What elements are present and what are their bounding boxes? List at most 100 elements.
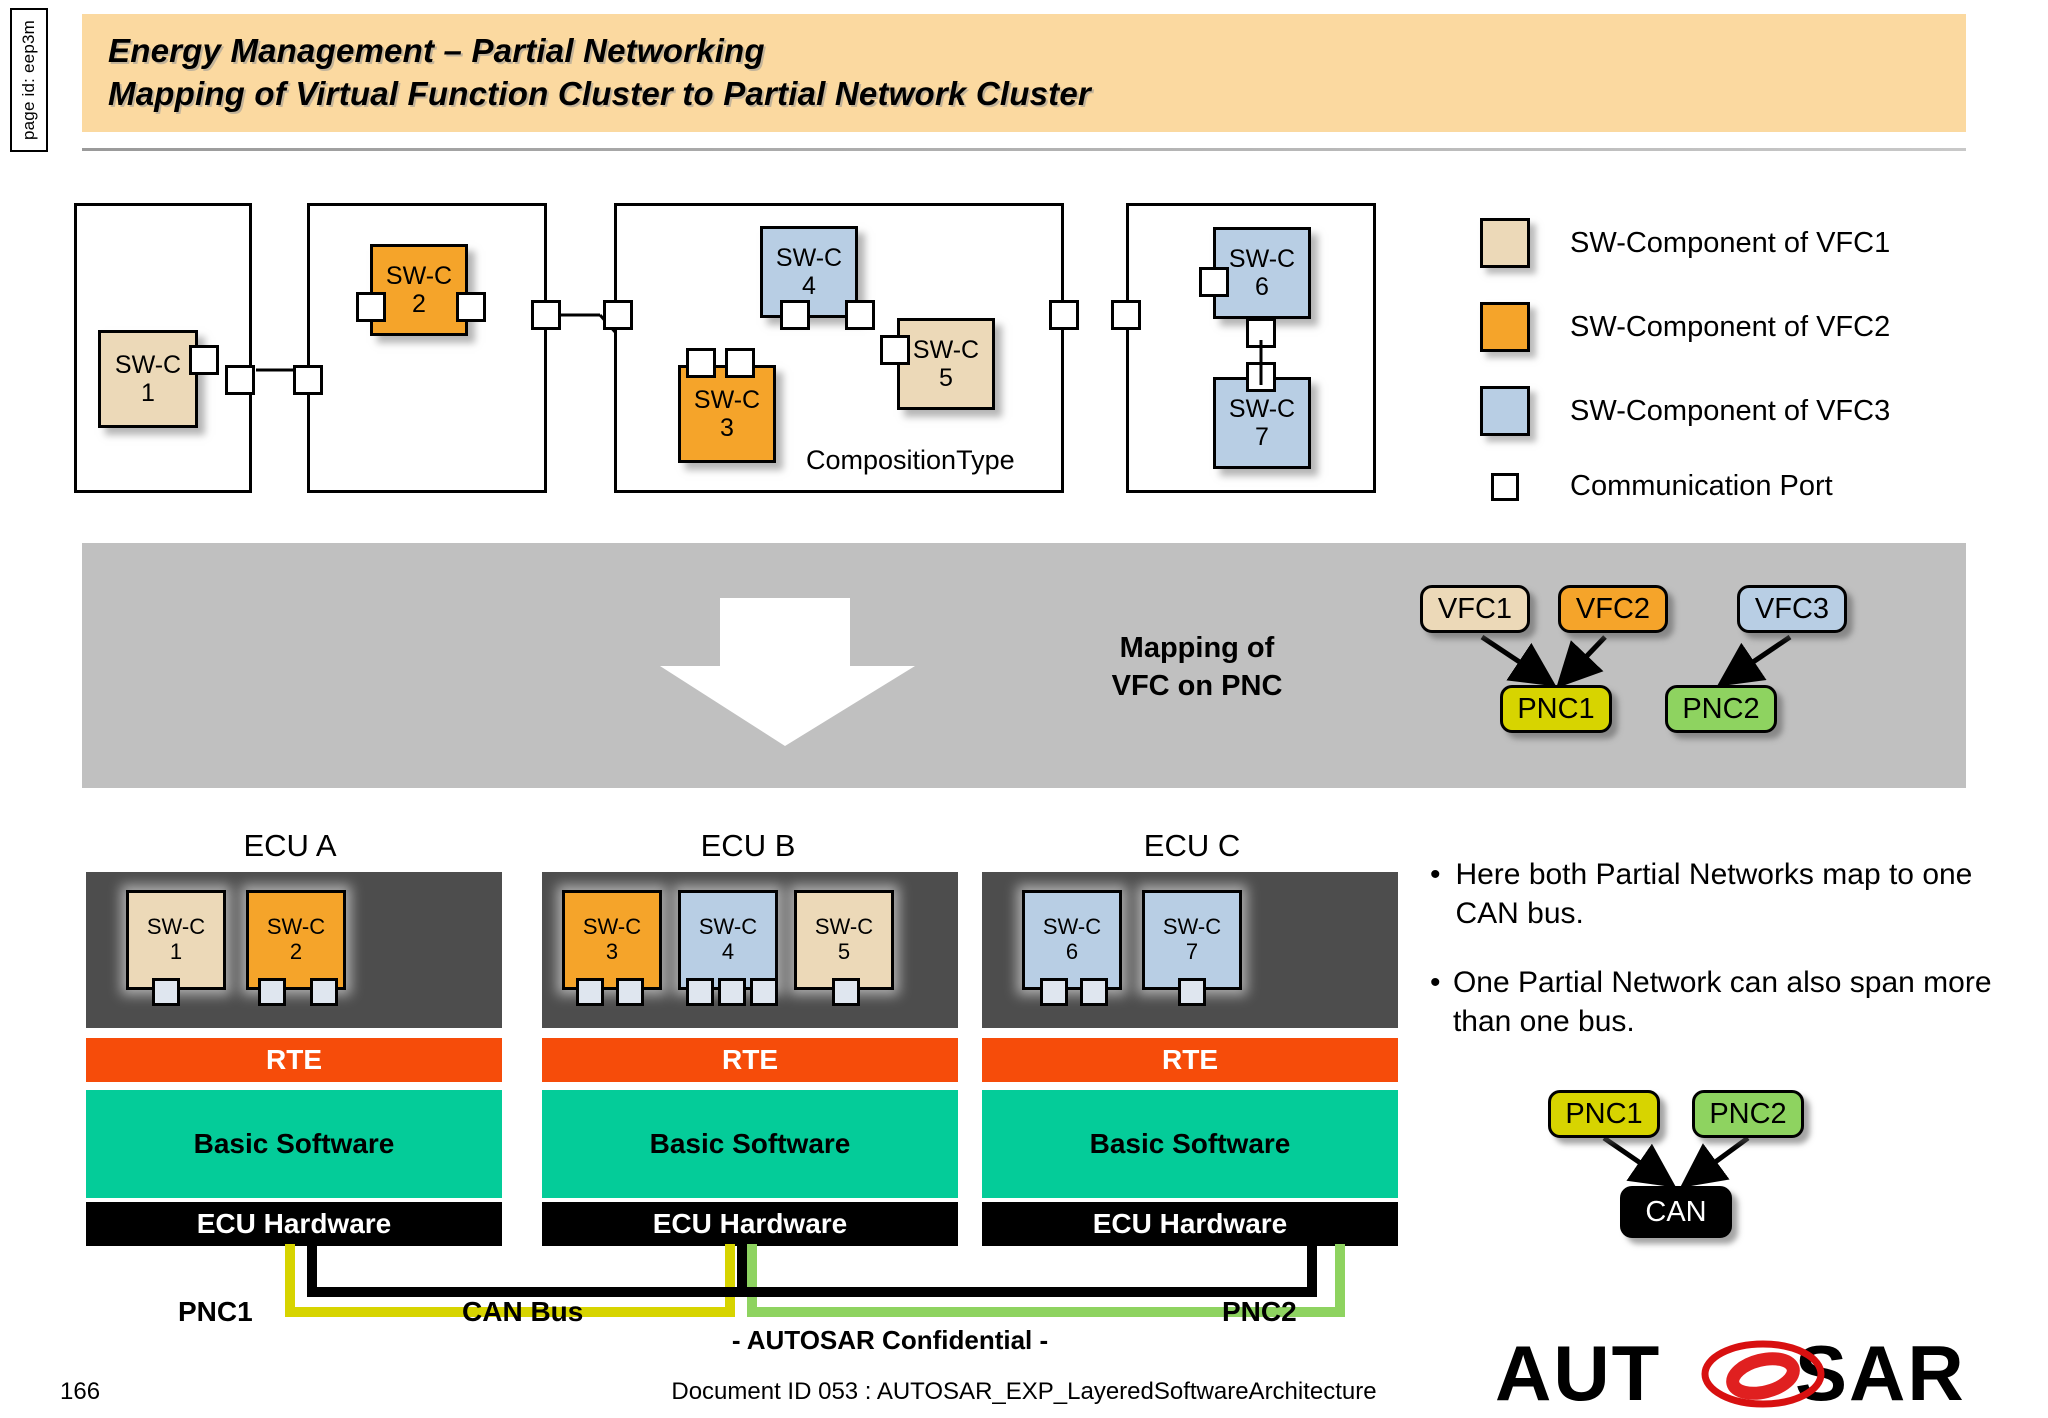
ecu-a-swc-1[interactable]: SW-C 1 bbox=[126, 890, 226, 990]
swc-number: 6 bbox=[1255, 273, 1269, 301]
communication-port-icon[interactable] bbox=[1049, 300, 1079, 330]
ecu-a-rte-bar: RTE bbox=[86, 1038, 502, 1082]
swc-label: SW-C bbox=[1162, 914, 1222, 940]
page-title-line1: Energy Management – Partial Networking bbox=[108, 32, 765, 70]
document-id: Document ID 053 : AUTOSAR_EXP_LayeredSof… bbox=[671, 1378, 1377, 1405]
rte-label: RTE bbox=[266, 1044, 322, 1075]
pnc2-node[interactable]: PNC2 bbox=[1665, 685, 1777, 733]
ecu-c-basic-software-bar: Basic Software bbox=[982, 1090, 1398, 1198]
swc-label: SW-C bbox=[114, 351, 182, 379]
swc-number: 1 bbox=[141, 379, 155, 407]
ecu-hardware-label: ECU Hardware bbox=[196, 1208, 392, 1239]
title-divider bbox=[82, 148, 1966, 151]
ecu-b-swc-3[interactable]: SW-C 3 bbox=[562, 890, 662, 990]
ecu-a-hardware-bar: ECU Hardware bbox=[86, 1202, 502, 1246]
vfc1-node[interactable]: VFC1 bbox=[1420, 585, 1530, 633]
swc-label: SW-C bbox=[266, 914, 326, 940]
swc-number: 5 bbox=[837, 939, 851, 964]
ecu-b-rte-bar: RTE bbox=[542, 1038, 958, 1082]
swc6-swc7-link bbox=[1259, 340, 1263, 385]
ecu-c-swc-7[interactable]: SW-C 7 bbox=[1142, 890, 1242, 990]
legend-item-vfc2: SW-Component of VFC2 bbox=[1480, 302, 1890, 352]
can-node[interactable]: CAN bbox=[1620, 1186, 1732, 1238]
communication-port-icon[interactable] bbox=[616, 978, 644, 1006]
swc-box-3[interactable]: SW-C 3 bbox=[678, 365, 776, 463]
swc-box-1[interactable]: SW-C 1 bbox=[98, 330, 198, 428]
communication-port-icon[interactable] bbox=[293, 365, 323, 395]
legend-label: SW-Component of VFC2 bbox=[1570, 310, 1891, 343]
swc-number: 3 bbox=[720, 414, 734, 442]
communication-port-icon[interactable] bbox=[1111, 300, 1141, 330]
ecu-c-swc-6[interactable]: SW-C 6 bbox=[1022, 890, 1122, 990]
communication-port-icon[interactable] bbox=[686, 348, 716, 378]
swc-label: SW-C bbox=[582, 914, 642, 940]
basic-software-label: Basic Software bbox=[649, 1128, 851, 1159]
swc-box-7[interactable]: SW-C 7 bbox=[1213, 377, 1311, 469]
communication-port-icon[interactable] bbox=[1080, 978, 1108, 1006]
swc-box-2[interactable]: SW-C 2 bbox=[370, 244, 468, 336]
vfc3-node[interactable]: VFC3 bbox=[1737, 585, 1847, 633]
ecu-c-title: ECU C bbox=[1143, 828, 1241, 863]
ecu-a-swc-2[interactable]: SW-C 2 bbox=[246, 890, 346, 990]
swc-label: SW-C bbox=[912, 336, 980, 364]
swc-number: 3 bbox=[605, 939, 619, 964]
communication-port-icon[interactable] bbox=[310, 978, 338, 1006]
communication-port-icon[interactable] bbox=[152, 978, 180, 1006]
communication-port-icon bbox=[1491, 472, 1519, 501]
legend-item-vfc3: SW-Component of VFC3 bbox=[1480, 386, 1890, 436]
pnc1-node[interactable]: PNC1 bbox=[1500, 685, 1612, 733]
communication-port-icon[interactable] bbox=[1040, 978, 1068, 1006]
communication-port-icon[interactable] bbox=[531, 300, 561, 330]
vfc-pnc-edges bbox=[1480, 634, 1792, 689]
list-item: • One Partial Network can also span more… bbox=[1430, 963, 2010, 1041]
communication-port-icon[interactable] bbox=[456, 292, 486, 322]
communication-port-icon[interactable] bbox=[576, 978, 604, 1006]
communication-port-icon[interactable] bbox=[356, 292, 386, 322]
communication-port-icon[interactable] bbox=[750, 978, 778, 1006]
bullet-text: Here both Partial Networks map to one CA… bbox=[1455, 858, 1973, 930]
communication-port-icon[interactable] bbox=[725, 348, 755, 378]
communication-port-icon[interactable] bbox=[880, 335, 910, 365]
ecu-b-swc-4[interactable]: SW-C 4 bbox=[678, 890, 778, 990]
node-label: PNC2 bbox=[1682, 692, 1760, 725]
swc-label: SW-C bbox=[146, 914, 206, 940]
legend-label: SW-Component of VFC3 bbox=[1570, 394, 1891, 427]
node-label: PNC1 bbox=[1517, 692, 1595, 725]
ecu-hardware-label: ECU Hardware bbox=[652, 1208, 848, 1239]
node-label: VFC3 bbox=[1754, 592, 1830, 625]
swc-box-5[interactable]: SW-C 5 bbox=[897, 318, 995, 410]
swc-label: SW-C bbox=[385, 262, 453, 290]
ecu-a-basic-software-bar: Basic Software bbox=[86, 1090, 502, 1198]
pnc1-node[interactable]: PNC1 bbox=[1548, 1090, 1660, 1138]
pnc2-bus-label: PNC2 bbox=[1222, 1296, 1297, 1327]
swc-number: 7 bbox=[1185, 939, 1199, 964]
communication-port-icon[interactable] bbox=[603, 300, 633, 330]
page-id-tab: page id: eep3m bbox=[10, 8, 48, 152]
ecu-b-swc-5[interactable]: SW-C 5 bbox=[794, 890, 894, 990]
communication-port-icon[interactable] bbox=[780, 300, 810, 330]
bullet-marker: • bbox=[1430, 858, 1441, 891]
communication-port-icon[interactable] bbox=[258, 978, 286, 1006]
swc-number: 4 bbox=[802, 272, 816, 300]
page-number: 166 bbox=[60, 1378, 101, 1405]
legend-label: SW-Component of VFC1 bbox=[1570, 226, 1891, 259]
mapping-label: Mapping of VFC on PNC bbox=[1082, 630, 1312, 705]
rte-label: RTE bbox=[1162, 1044, 1218, 1075]
swc-number: 6 bbox=[1065, 939, 1079, 964]
composition-diagram: SW-C 1 SW-C 2 SW-C 4 SW-C 3 SW-C 5 Compo… bbox=[0, 0, 2048, 520]
communication-port-icon[interactable] bbox=[832, 978, 860, 1006]
communication-port-icon[interactable] bbox=[225, 365, 255, 395]
rte-label: RTE bbox=[722, 1044, 778, 1075]
swc-label: SW-C bbox=[1228, 395, 1296, 423]
communication-port-icon[interactable] bbox=[189, 345, 219, 375]
communication-port-icon[interactable] bbox=[1199, 267, 1229, 297]
communication-port-icon[interactable] bbox=[686, 978, 714, 1006]
pnc2-node[interactable]: PNC2 bbox=[1692, 1090, 1804, 1138]
autosar-logo: AUT SAR bbox=[1495, 1330, 1964, 1417]
node-label: PNC2 bbox=[1709, 1097, 1787, 1130]
node-label: VFC1 bbox=[1437, 592, 1513, 625]
vfc2-node[interactable]: VFC2 bbox=[1558, 585, 1668, 633]
communication-port-icon[interactable] bbox=[1178, 978, 1206, 1006]
communication-port-icon[interactable] bbox=[845, 300, 875, 330]
communication-port-icon[interactable] bbox=[718, 978, 746, 1006]
